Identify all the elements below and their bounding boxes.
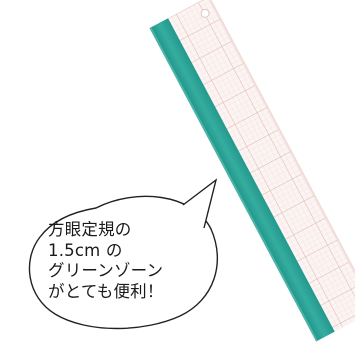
ruler-green-zone xyxy=(149,18,335,342)
callout-line-4: がとても便利！ xyxy=(48,281,164,301)
ruler xyxy=(149,0,355,342)
callout-text: 方眼定規の 1.5cm の グリーンゾーン がとても便利！ xyxy=(48,220,218,302)
callout-line-3: グリーンゾーン xyxy=(48,261,164,280)
speech-bubble-tail xyxy=(182,178,218,229)
callout-line-1: 方眼定規の xyxy=(48,220,132,239)
ruler-hang-hole xyxy=(200,8,210,18)
callout-line-2: 1.5cm の xyxy=(48,240,123,260)
